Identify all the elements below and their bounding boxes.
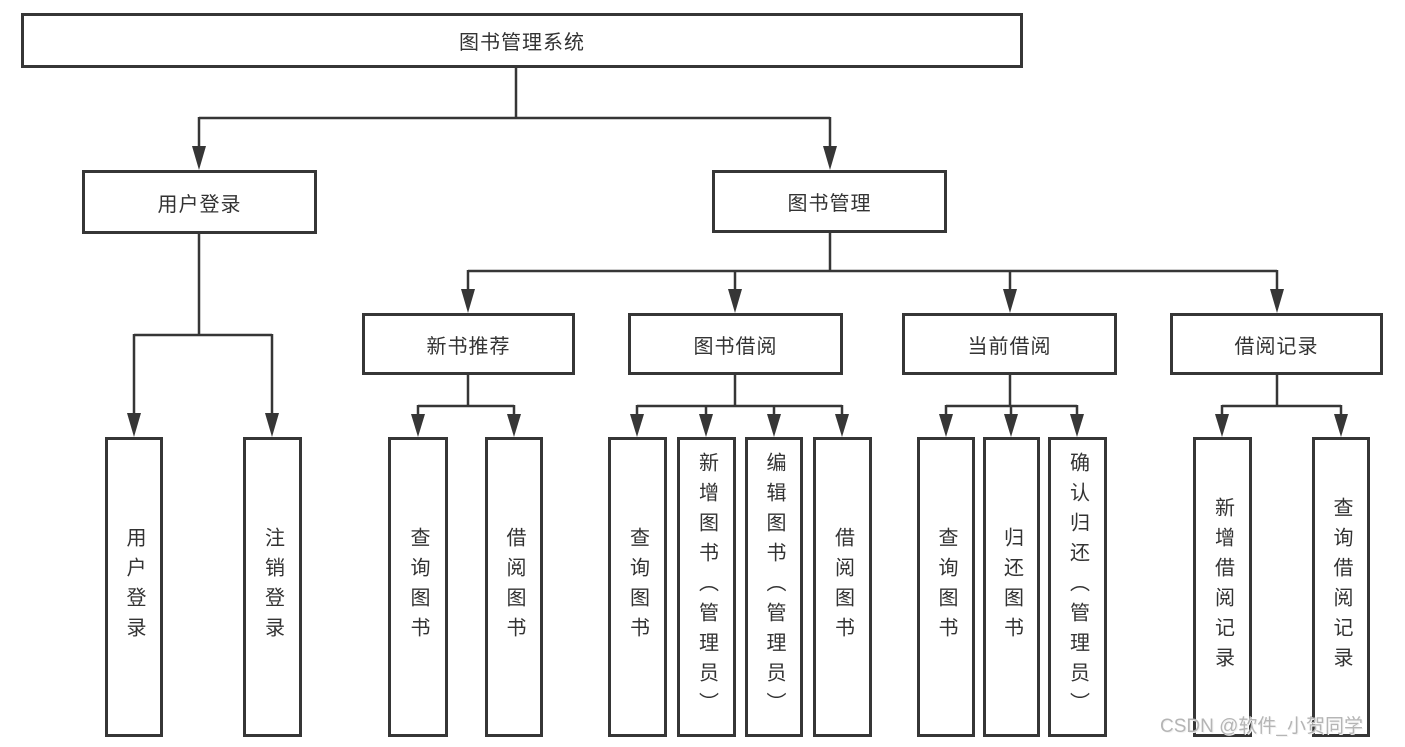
node-leaf-edit-books-admin: 编辑图书（管理员） <box>745 437 803 737</box>
node-label: 确认归还（管理员） <box>1066 452 1089 722</box>
node-leaf-query-books-1: 查询图书 <box>388 437 448 737</box>
node-label: 新增图书（管理员） <box>695 452 718 722</box>
node-user-login-branch: 用户登录 <box>82 170 317 234</box>
node-leaf-query-borrow-record: 查询借阅记录 <box>1312 437 1370 737</box>
node-label: 借阅图书 <box>831 527 854 647</box>
node-leaf-return-books: 归还图书 <box>983 437 1040 737</box>
node-label: 查询图书 <box>626 527 649 647</box>
connector-user-login-to-leaves <box>127 234 279 437</box>
connector-book-borrow-to-leaves <box>630 375 849 437</box>
node-label: 图书借阅 <box>693 335 778 358</box>
connector-borrow-record-to-leaves <box>1215 375 1348 437</box>
node-label: 新书推荐 <box>426 335 511 358</box>
node-label: 编辑图书（管理员） <box>763 452 785 722</box>
connector-current-borrow-to-leaves <box>939 375 1084 437</box>
node-leaf-confirm-return-admin: 确认归还（管理员） <box>1048 437 1107 737</box>
node-book-management-branch: 图书管理 <box>712 170 947 233</box>
node-leaf-add-borrow-record: 新增借阅记录 <box>1193 437 1252 737</box>
node-leaf-user-login: 用户登录 <box>105 437 163 737</box>
node-label: 图书管理系统 <box>459 32 585 54</box>
node-book-borrow: 图书借阅 <box>628 313 843 375</box>
node-label: 新增借阅记录 <box>1211 497 1234 677</box>
node-label: 借阅图书 <box>503 527 525 647</box>
connector-new-book-to-leaves <box>411 375 521 437</box>
node-label: 查询图书 <box>407 527 429 647</box>
node-label: 当前借阅 <box>967 335 1052 358</box>
node-label: 用户登录 <box>123 527 145 647</box>
node-label: 图书管理 <box>787 193 872 215</box>
csdn-watermark: CSDN @软件_小贺同学 <box>1160 716 1363 737</box>
node-leaf-query-books-3: 查询图书 <box>917 437 975 737</box>
connector-root-to-level2 <box>192 68 837 170</box>
node-root-library-system: 图书管理系统 <box>21 13 1023 68</box>
node-leaf-query-books-2: 查询图书 <box>608 437 667 737</box>
node-borrow-record: 借阅记录 <box>1170 313 1383 375</box>
node-label: 查询借阅记录 <box>1330 497 1352 677</box>
connector-book-mgmt-to-level3 <box>461 233 1284 313</box>
node-label: 注销登录 <box>261 527 284 647</box>
node-leaf-add-books-admin: 新增图书（管理员） <box>677 437 736 737</box>
node-leaf-borrow-books-1: 借阅图书 <box>485 437 543 737</box>
node-label: 归还图书 <box>1000 527 1023 647</box>
node-label: 用户登录 <box>157 193 242 216</box>
node-label: 查询图书 <box>935 527 957 647</box>
node-leaf-logout: 注销登录 <box>243 437 302 737</box>
node-leaf-borrow-books-2: 借阅图书 <box>813 437 872 737</box>
node-current-borrow: 当前借阅 <box>902 313 1117 375</box>
node-new-book-recommend: 新书推荐 <box>362 313 575 375</box>
node-label: 借阅记录 <box>1234 335 1319 358</box>
